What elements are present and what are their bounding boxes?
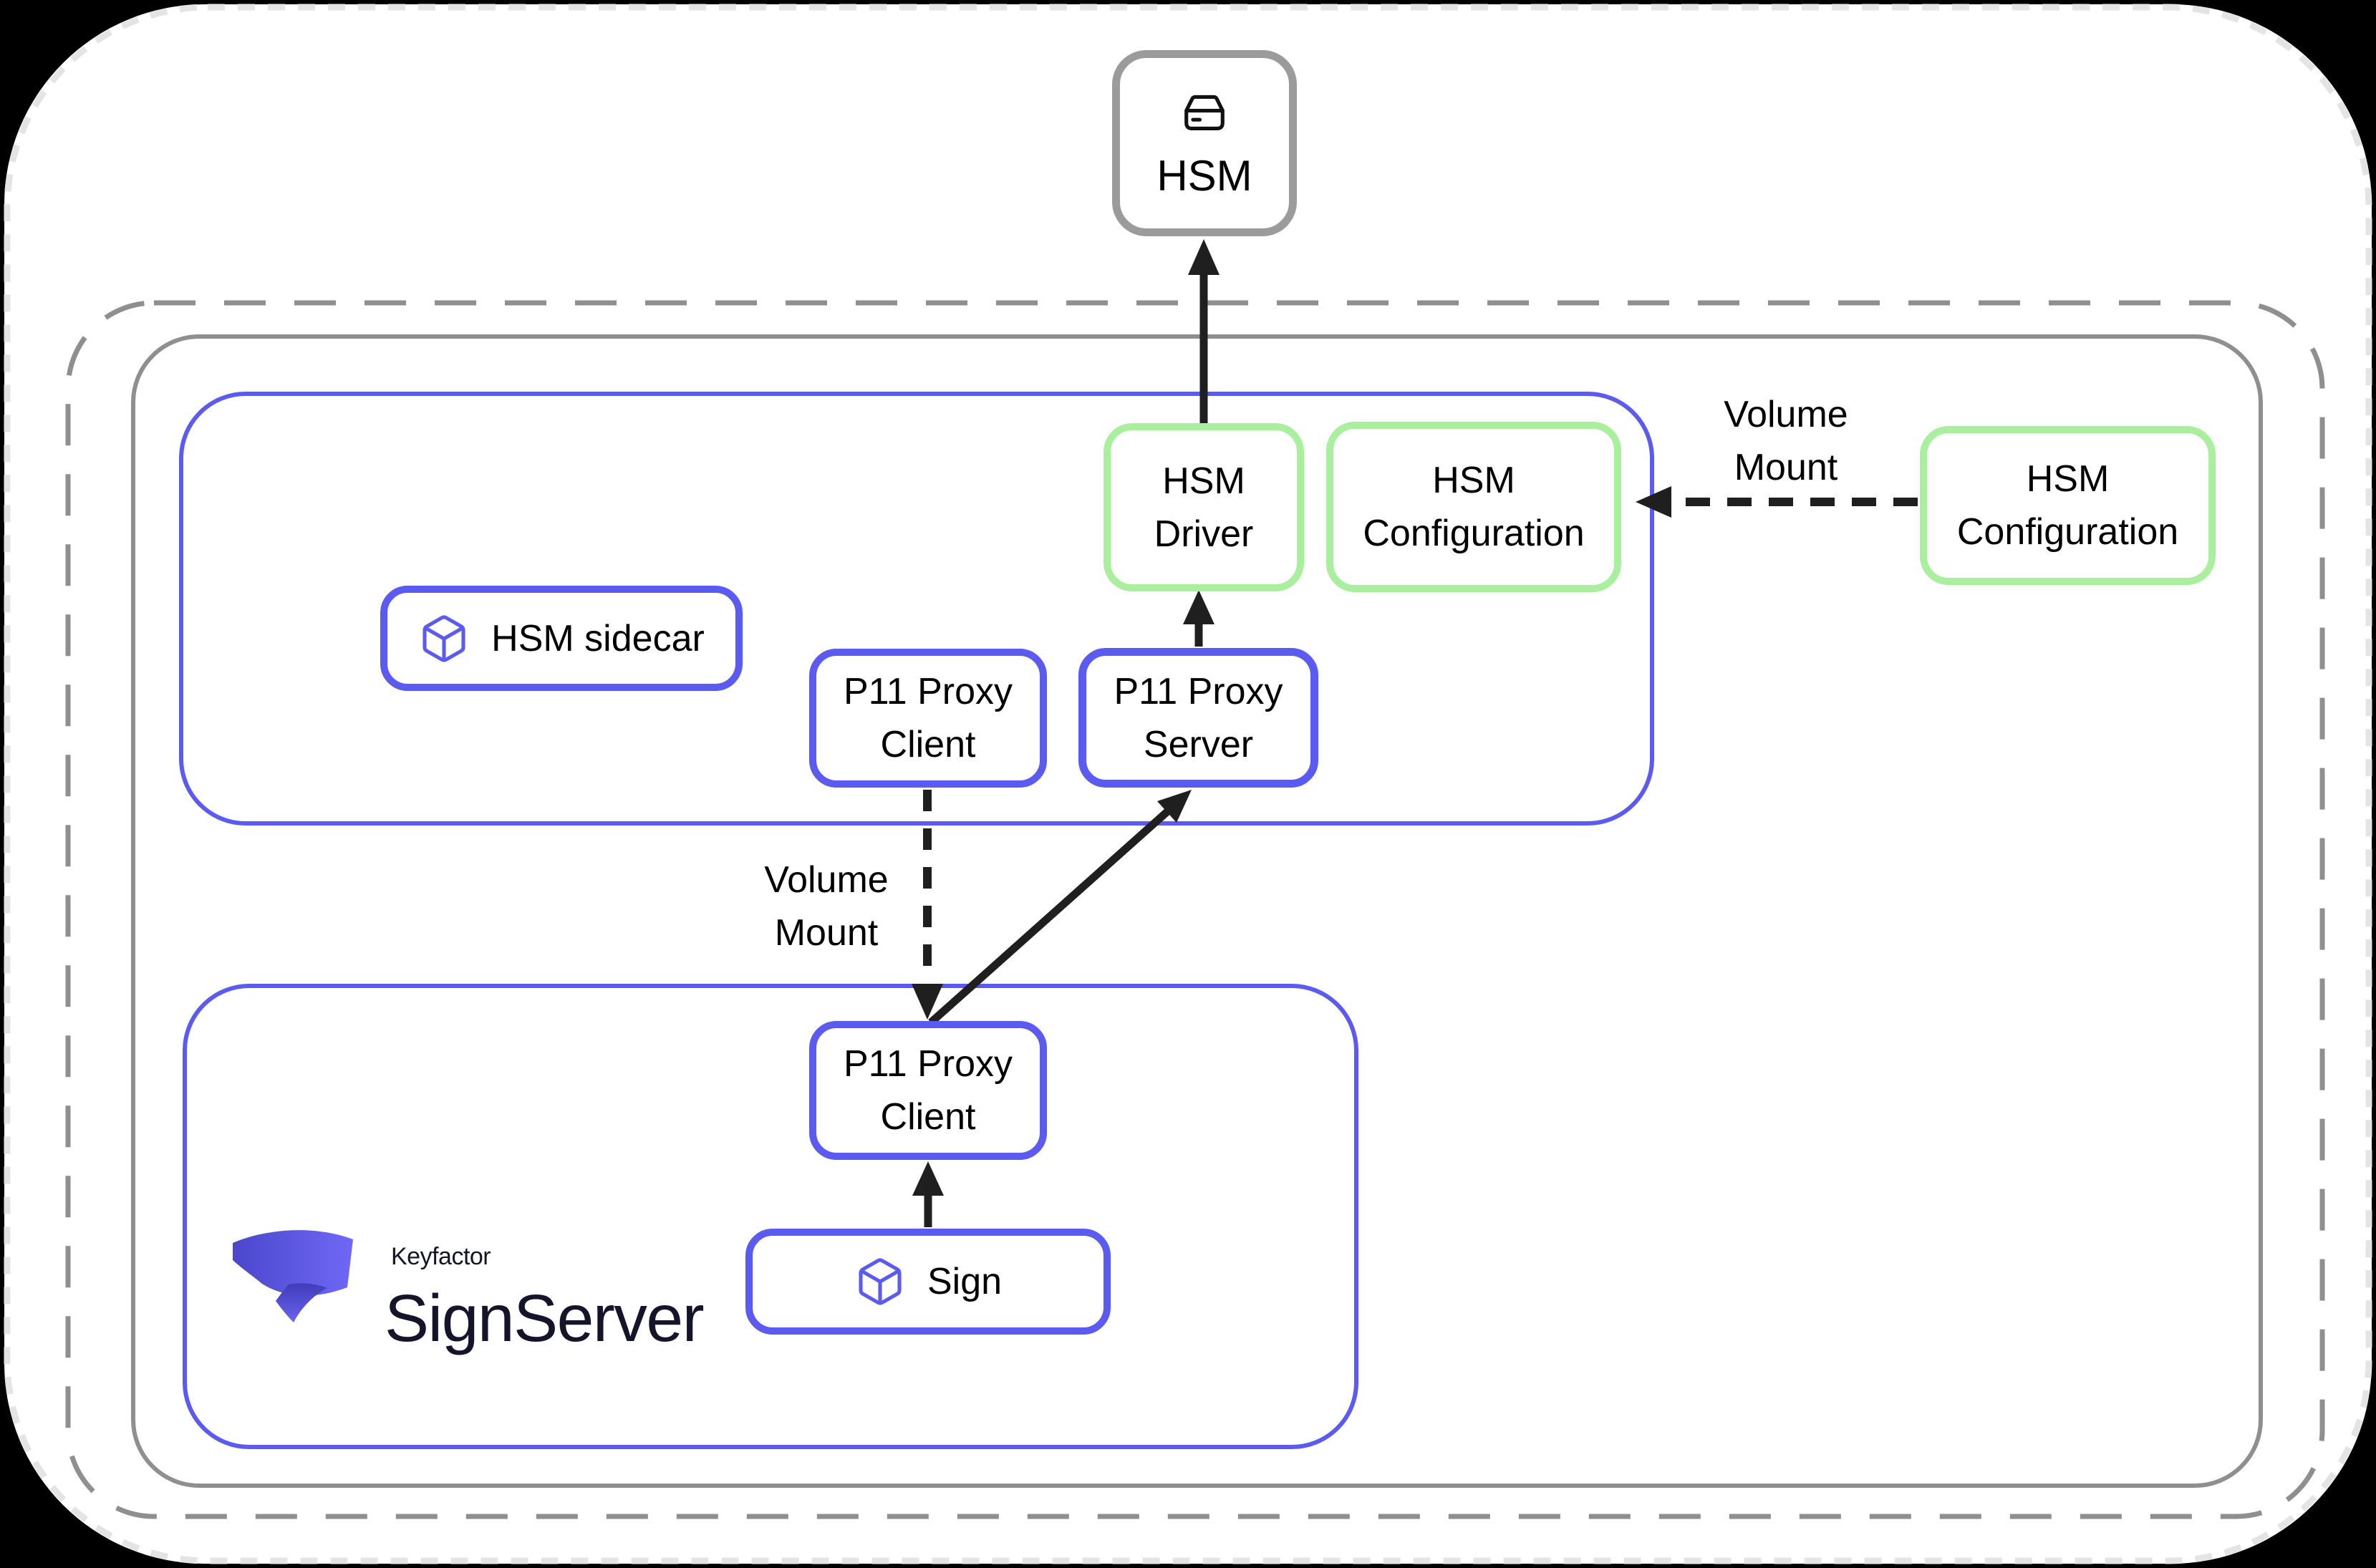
p11-client-top-line1: P11 Proxy bbox=[843, 671, 1013, 712]
arrow-client-to-server bbox=[928, 790, 1192, 1026]
p11-proxy-client-top-node: P11 Proxy Client bbox=[809, 649, 1047, 788]
hsm-config-external-line2: Configuration bbox=[1956, 511, 2179, 553]
hsm-sidecar-label: HSM sidecar bbox=[491, 617, 705, 659]
p11-proxy-server-node: P11 Proxy Server bbox=[1078, 648, 1318, 788]
volume-mount-label-middle: Volume Mount bbox=[733, 853, 919, 959]
arrow-sign-to-client bbox=[912, 1161, 944, 1227]
p11-server-line1: P11 Proxy bbox=[1114, 670, 1283, 712]
p11-proxy-client-bottom-node: P11 Proxy Client bbox=[809, 1021, 1047, 1160]
cluster-dashed-boundary bbox=[65, 300, 2325, 1519]
hsm-sidecar-node: HSM sidecar bbox=[380, 586, 743, 691]
hsm-driver-label-line2: Driver bbox=[1154, 513, 1254, 555]
hsm-config-external-line1: HSM bbox=[2026, 458, 2110, 500]
hsm-config-internal-line2: Configuration bbox=[1363, 513, 1585, 554]
p11-server-line2: Server bbox=[1143, 723, 1254, 765]
volume-mount-mid-line1: Volume bbox=[764, 859, 889, 901]
volume-mount-mid-line2: Mount bbox=[774, 912, 879, 954]
p11-client-bottom-line2: Client bbox=[880, 1096, 976, 1138]
keyfactor-brand-text: Keyfactor bbox=[391, 1243, 491, 1270]
canvas-dashed-edge bbox=[4, 4, 2372, 1564]
p11-client-bottom-line1: P11 Proxy bbox=[843, 1043, 1013, 1085]
arrow-volume-mount-vertical bbox=[912, 790, 943, 1020]
sign-label: Sign bbox=[927, 1261, 1003, 1302]
cube-icon bbox=[859, 1258, 902, 1305]
signserver-pod-boundary bbox=[183, 984, 1358, 1449]
arrow-volume-mount-horizontal bbox=[1636, 486, 1918, 518]
arrow-driver-to-hsm bbox=[1188, 239, 1220, 424]
volume-mount-right-line2: Mount bbox=[1734, 447, 1838, 488]
hsm-driver-label-line1: HSM bbox=[1162, 460, 1245, 502]
hsm-node: HSM bbox=[1112, 50, 1297, 236]
volume-mount-right-line1: Volume bbox=[1724, 394, 1848, 435]
volume-mount-label-right: Volume Mount bbox=[1657, 388, 1915, 494]
hsm-driver-node: HSM Driver bbox=[1104, 423, 1304, 591]
hsm-configuration-internal-node: HSM Configuration bbox=[1326, 422, 1621, 592]
hsm-config-internal-line1: HSM bbox=[1432, 460, 1515, 501]
keyfactor-logo-mark bbox=[233, 1230, 353, 1322]
p11-client-top-line2: Client bbox=[880, 724, 976, 765]
hsm-sidecar-pod-boundary bbox=[179, 392, 1654, 826]
hard-drive-icon bbox=[1184, 95, 1225, 131]
signserver-product-text: SignServer bbox=[385, 1281, 705, 1355]
hsm-node-label: HSM bbox=[1156, 152, 1252, 200]
hsm-configuration-external-node: HSM Configuration bbox=[1920, 426, 2216, 585]
host-boundary bbox=[131, 334, 2263, 1488]
sign-node: Sign bbox=[745, 1229, 1111, 1335]
arrow-server-to-driver bbox=[1183, 590, 1214, 647]
cube-icon bbox=[422, 614, 465, 662]
